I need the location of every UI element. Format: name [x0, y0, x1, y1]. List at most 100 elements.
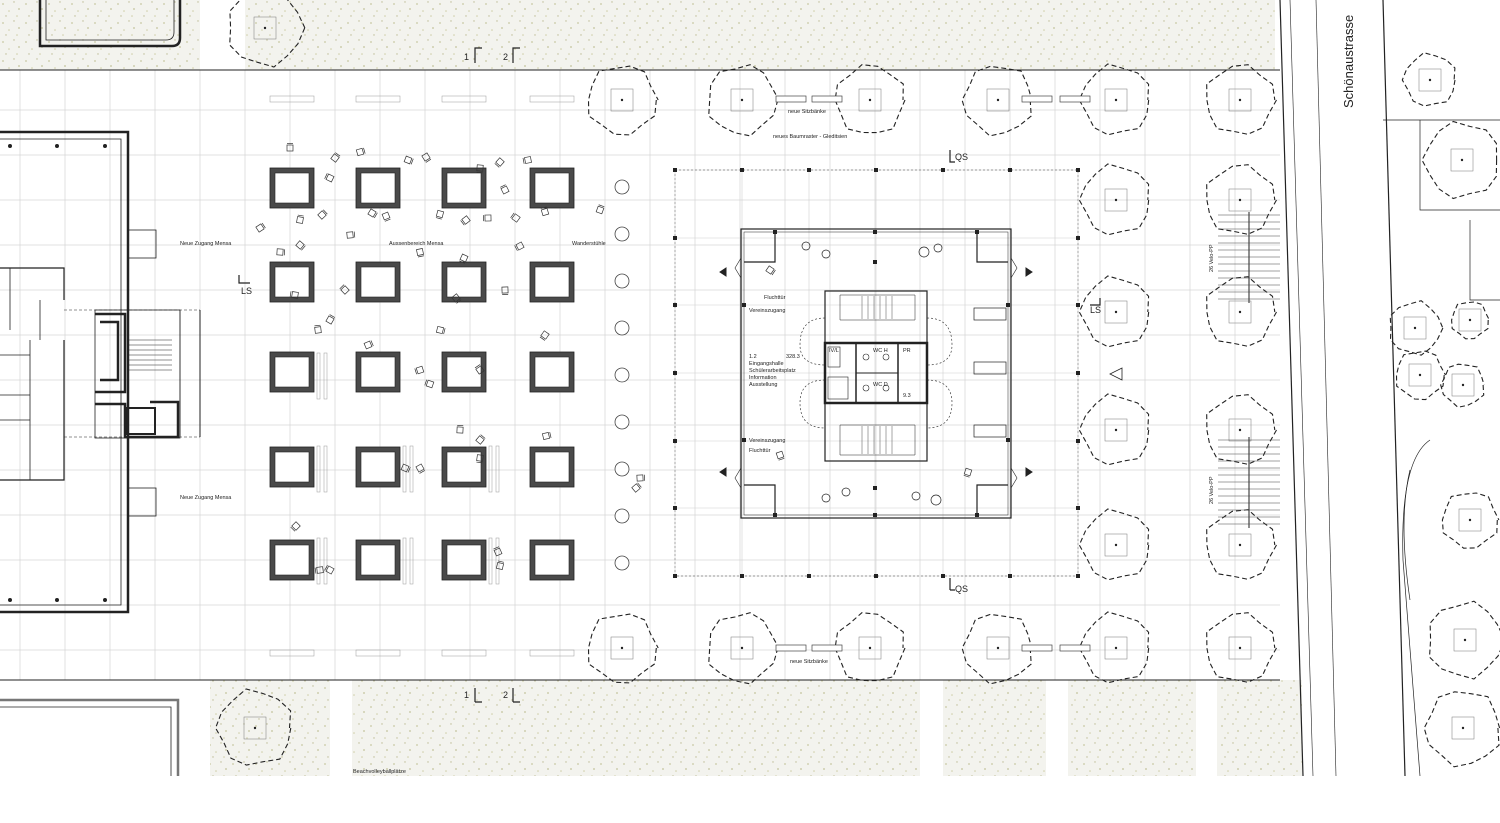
- label-wc-d: WC D: [873, 382, 888, 388]
- column: [673, 506, 677, 510]
- column: [673, 236, 677, 240]
- chair: [435, 325, 446, 335]
- label-iv-l: IV/L: [829, 348, 839, 354]
- chair: [456, 424, 464, 434]
- label-room-use-3: Information: [749, 375, 777, 381]
- label-room-number: 1.2: [749, 354, 757, 360]
- plan-labels: 1 2 1 2 QS QS LS LS Neue Zugang Mensa Ne…: [180, 15, 1356, 775]
- chair: [495, 560, 505, 571]
- chair: [539, 330, 550, 341]
- column: [1076, 168, 1080, 172]
- label-room-use-4: Ausstellung: [749, 382, 777, 388]
- bollard-circle: [614, 273, 630, 289]
- tree: [1206, 276, 1277, 347]
- pavilion-core: [719, 228, 1123, 519]
- label-velo-pp-top: 26 Velo-PP: [1209, 244, 1215, 272]
- column: [874, 168, 878, 172]
- tree: [1451, 301, 1490, 340]
- chair: [416, 248, 424, 258]
- chair: [460, 215, 471, 226]
- chair: [435, 209, 445, 220]
- section-2-top: 2: [503, 52, 508, 62]
- column: [807, 168, 811, 172]
- paving-grid: [0, 70, 1280, 680]
- tree: [1401, 52, 1456, 107]
- label-room-9-3: 9.3: [903, 393, 911, 399]
- chair: [330, 152, 341, 163]
- tree: [1421, 120, 1498, 200]
- chair: [424, 379, 435, 389]
- section-ls-left: LS: [241, 286, 252, 296]
- bollard-circle: [614, 367, 630, 383]
- benches: [775, 95, 1091, 652]
- section-1-top: 1: [464, 52, 469, 62]
- tree: [834, 64, 906, 134]
- tree: [961, 65, 1033, 137]
- chair: [317, 209, 328, 220]
- chair: [494, 157, 505, 168]
- bollard-circle: [614, 179, 630, 195]
- column: [673, 574, 677, 578]
- tree: [1389, 300, 1444, 356]
- chair: [339, 284, 350, 295]
- chair: [595, 204, 605, 215]
- chair: [314, 566, 324, 574]
- tree: [1428, 600, 1500, 680]
- chair: [290, 521, 301, 532]
- chair: [522, 156, 532, 164]
- column: [873, 486, 877, 490]
- label-wc-h: WC H: [873, 348, 888, 354]
- tree: [708, 612, 780, 685]
- section-1-bottom: 1: [464, 690, 469, 700]
- label-neue-sitzbaenke-bottom: neue Sitzbänke: [790, 659, 828, 665]
- existing-building-bottom: [0, 698, 180, 776]
- tree: [587, 613, 659, 684]
- chair: [765, 265, 776, 276]
- label-neue-sitzbaenke-top: neue Sitzbänke: [788, 109, 826, 115]
- tree: [1440, 363, 1485, 408]
- label-room-area: 328.3: [786, 354, 800, 360]
- chair: [324, 173, 335, 183]
- chair: [325, 314, 336, 325]
- chair: [476, 454, 484, 464]
- column: [873, 260, 877, 264]
- tree: [1395, 350, 1446, 401]
- chair: [459, 253, 469, 264]
- chair: [500, 184, 510, 195]
- column: [941, 168, 945, 172]
- label-beachvolleyball: Beachvolleyballplätze: [353, 769, 406, 775]
- tree: [587, 65, 659, 136]
- chair: [289, 291, 299, 299]
- tree: [834, 612, 906, 682]
- tree: [214, 688, 292, 766]
- column: [807, 574, 811, 578]
- chair: [367, 208, 378, 219]
- bollard-circle: [614, 461, 630, 477]
- column: [874, 574, 878, 578]
- label-vereinszugang-top: Vereinszugang: [749, 308, 785, 314]
- label-wanderstuehle: Wanderstühle: [572, 241, 606, 247]
- label-neue-zugang-mensa-bottom: Neue Zugang Mensa: [180, 495, 232, 501]
- chair: [295, 240, 306, 251]
- label-aussenbereich-mensa: Aussenbereich Mensa: [389, 241, 444, 247]
- column: [1076, 439, 1080, 443]
- scattered-chairs: [255, 143, 973, 575]
- column: [1076, 236, 1080, 240]
- tree: [1078, 275, 1150, 348]
- bollard-circle-row: [614, 179, 630, 571]
- section-ls-right: LS: [1090, 305, 1101, 315]
- column: [1008, 168, 1012, 172]
- trees: [214, 0, 1500, 768]
- label-fluchttuer-bottom: Fluchttür: [749, 448, 771, 454]
- label-velo-pp-bottom: 26 Velo-PP: [1209, 476, 1215, 504]
- tree: [1078, 508, 1150, 581]
- lawn-areas: [0, 0, 1302, 776]
- label-room-use-1: Eingangshalle: [749, 361, 784, 367]
- chair: [421, 152, 432, 163]
- chair: [276, 248, 286, 256]
- chair: [415, 463, 425, 474]
- tree: [1078, 163, 1150, 236]
- label-fluchttuer-top: Fluchttür: [764, 295, 786, 301]
- column: [941, 574, 945, 578]
- chair: [286, 143, 294, 152]
